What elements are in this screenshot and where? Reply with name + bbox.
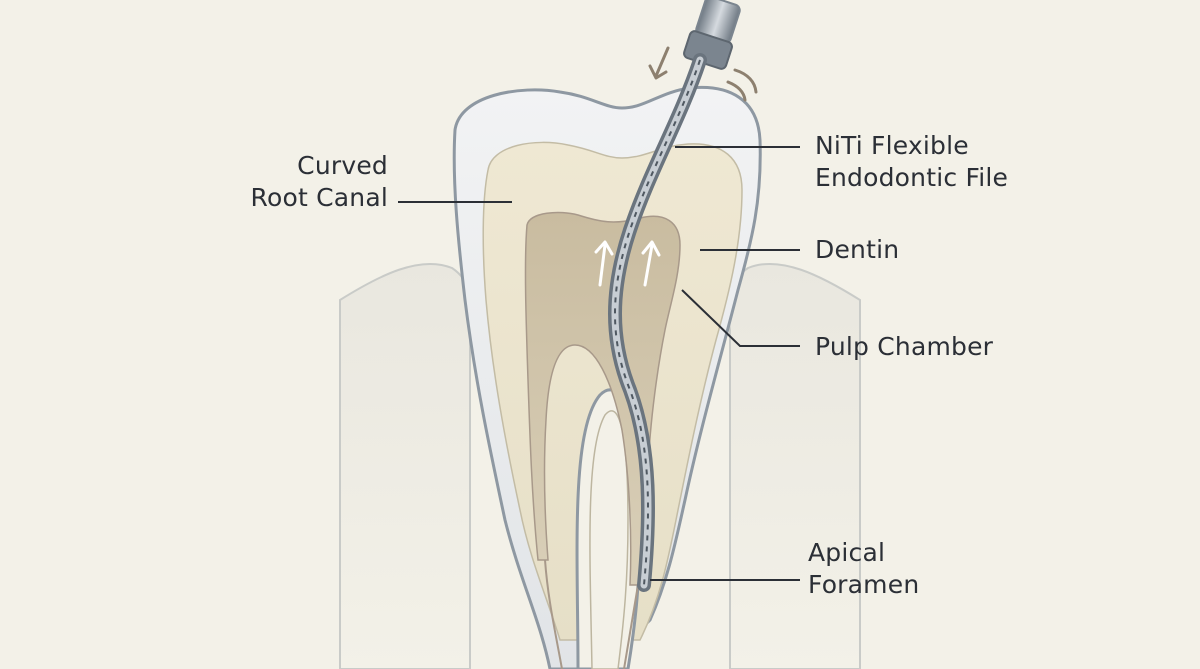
label-apical-foramen: Apical Foramen	[808, 537, 919, 601]
label-curved-root-canal: Curved Root Canal	[232, 150, 388, 214]
label-curved-root-canal-line1: Curved	[232, 150, 388, 182]
root-furcation-inner	[590, 411, 628, 669]
label-apical-foramen-line2: Foramen	[808, 569, 919, 601]
arrow-down-left-icon	[650, 48, 668, 78]
label-pulp-chamber: Pulp Chamber	[815, 331, 993, 363]
label-curved-root-canal-line2: Root Canal	[232, 182, 388, 214]
label-apical-foramen-line1: Apical	[808, 537, 919, 569]
gum-tissue	[340, 264, 472, 669]
label-niti-file-line1: NiTi Flexible	[815, 130, 1008, 162]
label-pulp-chamber-text: Pulp Chamber	[815, 331, 993, 363]
label-dentin-text: Dentin	[815, 234, 899, 266]
gum-tissue-right	[728, 264, 860, 669]
label-niti-file-line2: Endodontic File	[815, 162, 1008, 194]
label-niti-file: NiTi Flexible Endodontic File	[815, 130, 1008, 194]
label-dentin: Dentin	[815, 234, 899, 266]
